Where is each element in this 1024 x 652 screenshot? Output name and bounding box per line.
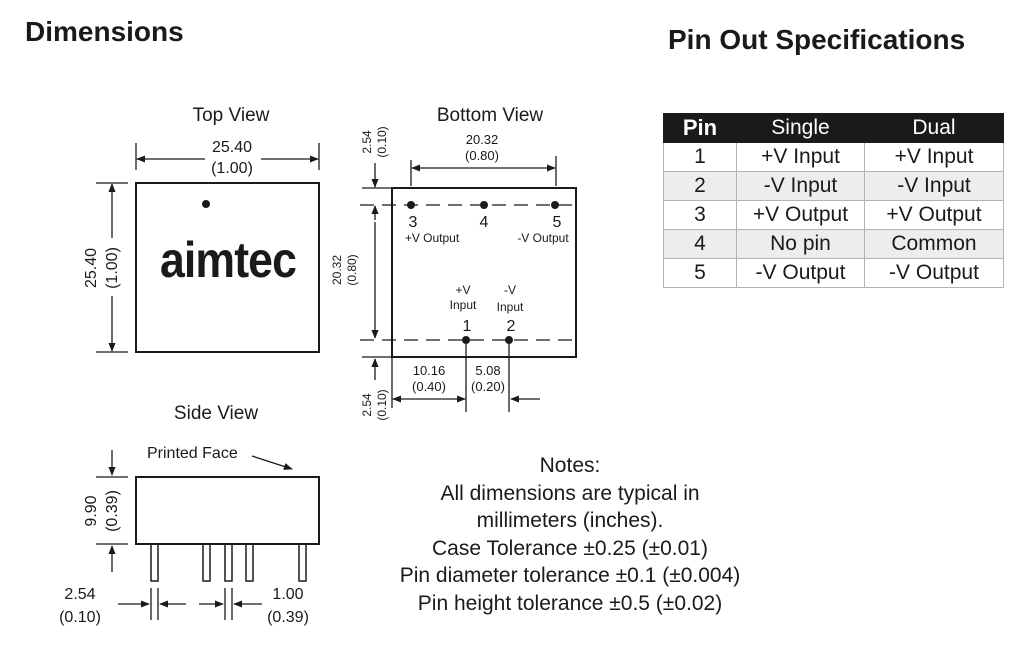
offset1-mm: 10.16 (413, 363, 446, 378)
top-width-mm: 25.40 (212, 139, 252, 156)
printed-face-leader (251, 455, 293, 470)
pitch-top-in: (0.10) (375, 126, 389, 157)
side-view: Side View Printed Face 9.90 (0.39) 2.54 … (59, 403, 320, 626)
pin-number-cell: 2 (663, 171, 737, 201)
side-height-in: (0.39) (104, 490, 121, 532)
pin-2 (505, 336, 513, 344)
pin-2-label-a: -V (504, 283, 516, 297)
row-gap-in: (0.80) (345, 254, 359, 285)
table-row: 2 -V Input -V Input (663, 171, 1004, 201)
single-cell: No pin (736, 229, 865, 259)
notes-line: All dimensions are typical in (440, 481, 700, 505)
pin-2-label-b: Input (497, 300, 524, 314)
aimtec-logo: aimtec (160, 232, 296, 288)
top-view: Top View aimtec 25.40 (1.00) 25.40 (1.00… (82, 105, 320, 353)
pin-2-number: 2 (507, 318, 516, 335)
pin-3 (407, 201, 415, 209)
pitch-bottom-mm: 2.54 (360, 393, 374, 417)
pin-header: Pin (663, 113, 737, 143)
side-height-mm: 9.90 (83, 495, 100, 526)
pin-1-label-b: Input (450, 298, 477, 312)
dual-cell: -V Output (864, 258, 1004, 288)
notes-block: Notes: All dimensions are typical in mil… (370, 452, 770, 617)
pin-number-cell: 5 (663, 258, 737, 288)
side-pin (224, 543, 233, 582)
dual-cell: +V Output (864, 200, 1004, 230)
pin-3-number: 3 (409, 214, 418, 231)
bottom-view-case (391, 187, 577, 358)
bottom-span-in: (0.80) (465, 148, 499, 163)
notes-line: millimeters (inches). (476, 509, 664, 532)
row-gap-mm: 20.32 (330, 255, 344, 285)
side-pin (150, 543, 159, 582)
top-height-in: (1.00) (104, 247, 121, 289)
pin-4 (480, 201, 488, 209)
table-row: 4 No pin Common (663, 229, 1004, 259)
notes-line: Case Tolerance ±0.25 (±0.01) (432, 536, 708, 560)
notes-line: Pin diameter tolerance ±0.1 (±0.004) (399, 564, 741, 587)
pin-5-label: -V Output (517, 231, 569, 245)
pin-1-label-a: +V (455, 283, 470, 297)
pin-1-number: 1 (463, 318, 472, 335)
pin-5-number: 5 (553, 214, 562, 231)
side-pinw-mm: 1.00 (272, 586, 303, 603)
pin-5 (551, 201, 559, 209)
table-row: 3 +V Output +V Output (663, 200, 1004, 230)
notes-title: Notes: (539, 454, 601, 477)
pin-table-header-row: Pin Single Dual (663, 113, 1004, 143)
dimensions-heading: Dimensions (25, 16, 184, 47)
side-pin (202, 543, 211, 582)
offset2-in: (0.20) (471, 379, 505, 394)
side-pin (245, 543, 254, 582)
single-cell: +V Output (736, 200, 865, 230)
dual-cell: -V Input (864, 171, 1004, 201)
pin-number-cell: 3 (663, 200, 737, 230)
dual-header: Dual (864, 113, 1004, 143)
printed-face-label: Printed Face (147, 445, 238, 462)
single-cell: +V Input (736, 142, 865, 172)
pin-out-table: Pin Single Dual 1 +V Input +V Input 2 -V… (663, 113, 1004, 288)
pin-1 (462, 336, 470, 344)
pitch-bottom-in: (0.10) (375, 389, 389, 420)
bottom-span-mm: 20.32 (466, 132, 499, 147)
pin-number-cell: 4 (663, 229, 737, 259)
side-view-title: Side View (174, 403, 258, 424)
single-cell: -V Input (736, 171, 865, 201)
side-view-case (135, 476, 320, 545)
dual-cell: +V Input (864, 142, 1004, 172)
top-view-title: Top View (193, 105, 270, 126)
pitch-top-mm: 2.54 (360, 130, 374, 154)
table-row: 1 +V Input +V Input (663, 142, 1004, 172)
pin1-marker-dot (202, 200, 210, 208)
side-pitch-in: (0.10) (59, 609, 101, 626)
single-header: Single (736, 113, 865, 143)
top-width-in: (1.00) (211, 160, 253, 177)
pinout-heading: Pin Out Specifications (668, 24, 966, 55)
bottom-view-title: Bottom View (437, 105, 544, 126)
notes-line: Pin height tolerance ±0.5 (±0.02) (417, 591, 723, 615)
table-row: 5 -V Output -V Output (663, 258, 1004, 288)
single-cell: -V Output (736, 258, 865, 288)
dual-cell: Common (864, 229, 1004, 259)
offset2-mm: 5.08 (475, 363, 500, 378)
side-pin (298, 543, 307, 582)
pin-3-label: +V Output (405, 231, 460, 245)
offset1-in: (0.40) (412, 379, 446, 394)
top-view-case (135, 182, 320, 353)
pin-4-number: 4 (480, 214, 489, 231)
top-height-mm: 25.40 (83, 248, 100, 288)
side-pinw-in: (0.39) (267, 609, 309, 626)
side-pitch-mm: 2.54 (64, 586, 95, 603)
pin-number-cell: 1 (663, 142, 737, 172)
bottom-view: Bottom View 3 4 5 +V Output -V Output +V… (330, 105, 577, 421)
